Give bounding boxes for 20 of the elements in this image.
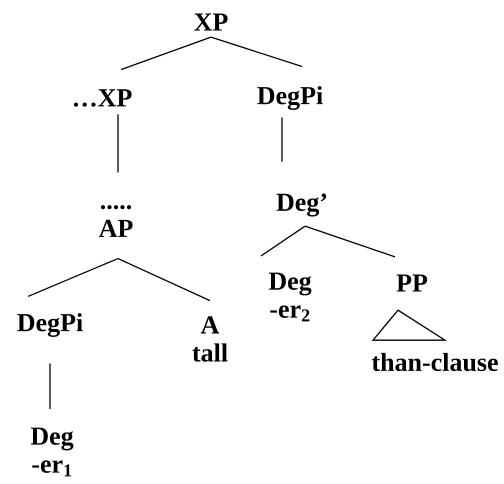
- tree-branch: [28, 258, 118, 298]
- tree-branch: [117, 114, 119, 172]
- tree-branch: [210, 36, 302, 68]
- tree-node-label: …XP: [74, 89, 132, 107]
- tree-branch: [118, 258, 210, 302]
- tree-node-label: XP: [194, 13, 228, 30]
- tree-branch: [281, 118, 283, 162]
- tree-branch: [120, 36, 212, 70]
- tree-node-label: than-clause: [372, 352, 498, 372]
- tree-branch: [304, 226, 396, 258]
- tree-node-label: Deg -er$_{2}$: [268, 272, 312, 322]
- tree-branch: [260, 226, 306, 256]
- tree-node-label: Deg -er$_{1}$: [30, 428, 74, 476]
- tree-node-label: DegPi: [257, 86, 323, 110]
- tree-node-label: PP: [396, 274, 428, 292]
- tree-branch: [49, 364, 51, 409]
- tree-node-label: A tall: [192, 316, 228, 362]
- tree-node-label: DegPi: [17, 313, 83, 337]
- tree-node-label: Deg’: [276, 193, 326, 216]
- tree-node-label: ..... AP: [98, 205, 133, 237]
